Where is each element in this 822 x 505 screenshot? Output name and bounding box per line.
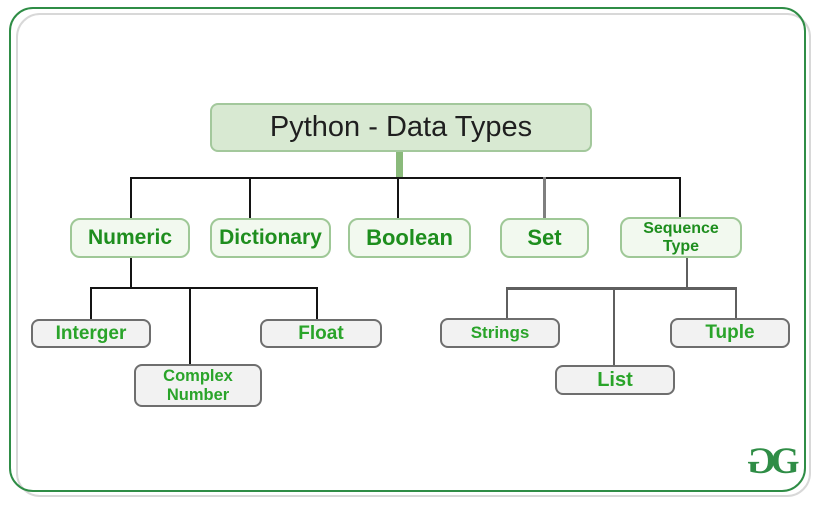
node-list: List	[555, 365, 675, 395]
connector-drop-complex-number	[189, 287, 191, 365]
connector-drop-dictionary	[249, 177, 251, 218]
node-root-python-data-types: Python - Data Types	[210, 103, 592, 152]
node-numeric: Numeric	[70, 218, 190, 258]
dictionary-label: Dictionary	[219, 226, 322, 250]
connector-drop-strings	[506, 287, 508, 318]
outer-frame-shadow	[16, 13, 811, 497]
connector-level1-rail	[130, 177, 681, 179]
logo-g: G	[770, 441, 800, 482]
float-label: Float	[298, 322, 344, 344]
connector-drop-sequence-type	[679, 177, 681, 218]
connector-drop-set	[543, 177, 546, 218]
node-float: Float	[260, 319, 382, 348]
numeric-label: Numeric	[87, 226, 173, 250]
connector-drop-float	[316, 287, 318, 319]
set-label: Set	[527, 224, 562, 250]
connector-drop-tuple	[735, 287, 737, 318]
root-label: Python - Data Types	[269, 111, 533, 144]
node-tuple: Tuple	[670, 318, 790, 348]
outer-frame-border	[9, 7, 806, 492]
strings-label: Strings	[470, 323, 530, 343]
node-sequence-type: Sequence Type	[620, 217, 742, 258]
geeksforgeeks-logo: G G	[747, 441, 807, 482]
tuple-label: Tuple	[705, 322, 755, 344]
connector-numeric-stem	[130, 258, 132, 287]
connector-drop-integer	[90, 287, 92, 319]
node-boolean: Boolean	[348, 218, 471, 258]
node-dictionary: Dictionary	[210, 218, 331, 258]
list-label: List	[597, 368, 633, 391]
connector-drop-numeric	[130, 177, 132, 218]
boolean-label: Boolean	[366, 224, 453, 250]
node-complex-number: Complex Number	[134, 364, 262, 407]
connector-drop-list	[613, 287, 615, 365]
connector-sequence-rail	[506, 287, 737, 290]
connector-drop-boolean	[397, 177, 399, 218]
sequence-type-label: Sequence Type	[643, 219, 719, 255]
node-integer: Interger	[31, 319, 151, 348]
connector-root-stem	[396, 152, 403, 178]
complex-number-label: Complex Number	[163, 367, 233, 404]
node-set: Set	[500, 218, 589, 258]
node-strings: Strings	[440, 318, 560, 348]
connector-numeric-rail	[90, 287, 318, 289]
integer-label: Interger	[55, 322, 127, 344]
connector-sequence-stem	[686, 258, 688, 288]
logo-mirrored-g: G	[747, 441, 776, 482]
